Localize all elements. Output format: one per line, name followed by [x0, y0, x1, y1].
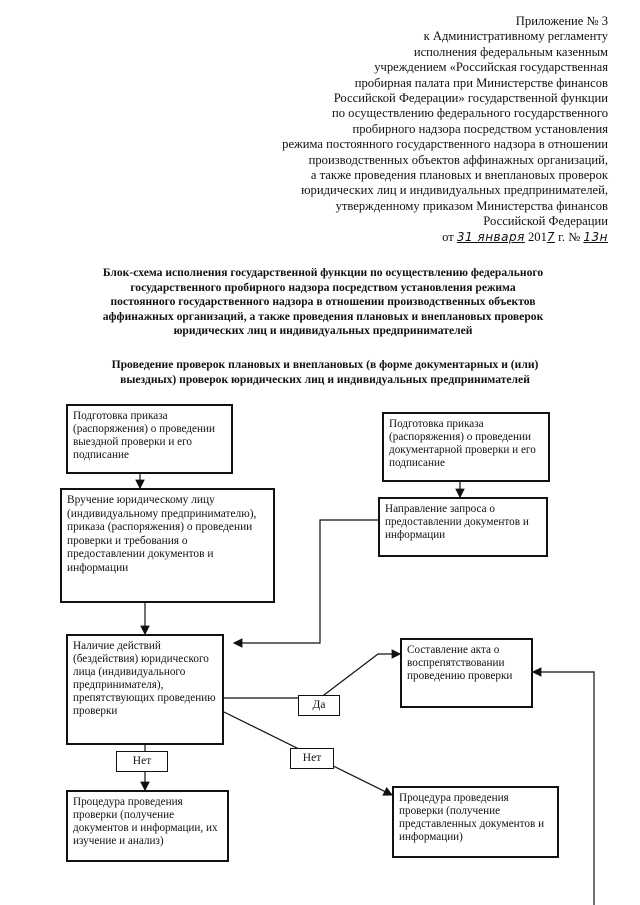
box-procedure-right: Процедура проведения проверки (получение… [392, 786, 559, 858]
arrow-request-to-check [232, 519, 378, 648]
handwritten-date: 31 января [456, 230, 525, 244]
arrow-check-yes-to-act [224, 649, 402, 699]
header-line: пробирного надзора посредством установле… [352, 121, 608, 136]
label-no-right: Нет [290, 748, 334, 769]
number-prefix: г. № [558, 230, 581, 244]
box-obstruction-check: Наличие действий (бездействия) юридическ… [66, 634, 224, 745]
line-from-bottom-to-act [531, 667, 595, 905]
box-prepare-onsite-order: Подготовка приказа (распоряжения) о пров… [66, 404, 233, 474]
header-line: производственных объектов аффинажных орг… [308, 152, 608, 167]
header-line: Приложение № 3 [515, 14, 608, 28]
header-line: режима постоянного государственного надз… [282, 137, 608, 152]
box-obstruction-act: Составление акта о воспрепятствовании пр… [400, 638, 533, 708]
header-line: исполнения федеральным казенным [413, 44, 608, 59]
header-line: учреждением «Российская государственная [374, 60, 608, 75]
label-no-left: Нет [116, 751, 168, 772]
year-prefix: 201 [527, 230, 547, 244]
box-send-request: Направление запроса о предоставлении док… [378, 497, 548, 557]
handwritten-number: 13н [583, 230, 608, 244]
header-line: утвержденному приказом Министерства фина… [335, 198, 608, 213]
date-prefix: от [442, 230, 454, 244]
label-yes: Да [298, 695, 340, 716]
box-deliver-order: Вручение юридическому лицу (индивидуальн… [60, 488, 275, 603]
header-line: Российской Федерации» государственной фу… [333, 91, 608, 106]
box-procedure-left: Процедура проведения проверки (получение… [66, 790, 229, 862]
appendix-header: Приложение № 3 к Административному регла… [228, 14, 608, 230]
header-line: а также проведения плановых и внеплановы… [310, 168, 608, 183]
page-title: Блок-схема исполнения государственной фу… [102, 266, 544, 338]
handwritten-year: 7 [546, 230, 555, 244]
header-line: по осуществлению федерального государств… [331, 106, 608, 121]
page-subtitle: Проведение проверок плановых и внепланов… [111, 358, 539, 386]
header-line: пробирная палата при Министерстве финанс… [354, 75, 608, 90]
header-line: юридических лиц и индивидуальных предпри… [301, 183, 608, 198]
header-line: Российской Федерации [483, 214, 608, 229]
header-line: к Административному регламенту [423, 29, 608, 44]
order-date-line: от 31 января 2017 г. № 13н [442, 230, 608, 245]
box-prepare-documentary-order: Подготовка приказа (распоряжения) о пров… [382, 412, 550, 482]
